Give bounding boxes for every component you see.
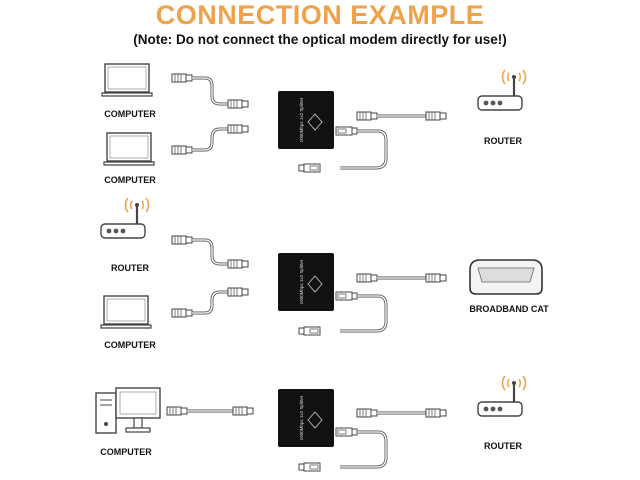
laptop-icon <box>103 132 155 166</box>
splitter-model-text: 1000Mbps 1x2 Splitter <box>299 259 304 304</box>
ethernet-cable-icon <box>356 111 447 121</box>
laptop-icon <box>100 295 152 329</box>
ethernet-cable-icon <box>356 273 447 283</box>
ethernet-cable-icon <box>171 124 249 155</box>
splitter-icon: 1000Mbps 1x2 Splitter <box>278 389 334 447</box>
router-icon <box>99 196 150 240</box>
device-label: ROUTER <box>484 136 522 146</box>
splitter-model-text: 1000Mbps 1x2 Splitter <box>299 395 304 440</box>
splitter-icon: 1000Mbps 1x2 Splitter <box>278 253 334 311</box>
scenario-1: 1000Mbps 1x2 Splitter <box>101 63 527 173</box>
desktop-computer-icon <box>95 387 161 434</box>
ethernet-cable-icon <box>356 408 447 418</box>
scenario-2: 1000Mbps 1x2 Splitter <box>99 196 543 336</box>
ethernet-cable-icon <box>171 287 249 318</box>
router-icon <box>476 374 527 418</box>
device-label: COMPUTER <box>104 340 156 350</box>
splitter-icon: 1000Mbps 1x2 Splitter <box>278 91 334 149</box>
device-label: ROUTER <box>484 441 522 451</box>
usb-cable-icon <box>298 427 388 472</box>
warning-note: (Note: Do not connect the optical modem … <box>133 32 507 47</box>
device-label: ROUTER <box>111 263 149 273</box>
splitter-model-text: 1000Mbps 1x2 Splitter <box>299 97 304 142</box>
broadband-modem-icon <box>469 259 543 295</box>
router-icon <box>476 68 527 112</box>
ethernet-cable-icon <box>171 73 249 109</box>
ethernet-cable-icon <box>171 235 249 269</box>
device-label: BROADBAND CAT <box>469 304 549 314</box>
scenario-3: 1000Mbps 1x2 Splitter <box>95 374 527 472</box>
ethernet-cable-icon <box>166 406 254 416</box>
usb-cable-icon <box>298 126 388 173</box>
device-label: COMPUTER <box>104 109 156 119</box>
device-label: COMPUTER <box>100 447 152 457</box>
page-title: CONNECTION EXAMPLE <box>155 0 485 30</box>
device-label: COMPUTER <box>104 175 156 185</box>
laptop-icon <box>101 63 153 97</box>
usb-cable-icon <box>298 291 388 336</box>
